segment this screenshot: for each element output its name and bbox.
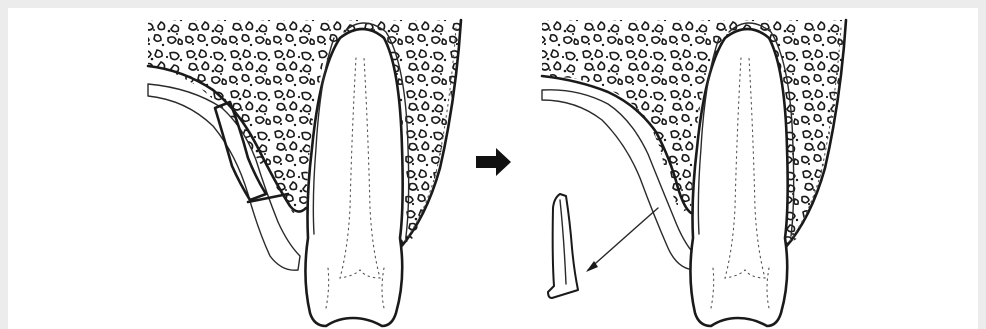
panel-after — [542, 20, 846, 326]
panel-before — [148, 20, 461, 326]
figure-canvas — [8, 8, 978, 329]
dental-diagram — [8, 8, 978, 329]
right-arrow-icon — [476, 148, 511, 176]
pointer-arrow-line — [588, 208, 658, 270]
cancellous-bone-left — [148, 20, 461, 246]
removed-bone-block — [548, 194, 578, 298]
